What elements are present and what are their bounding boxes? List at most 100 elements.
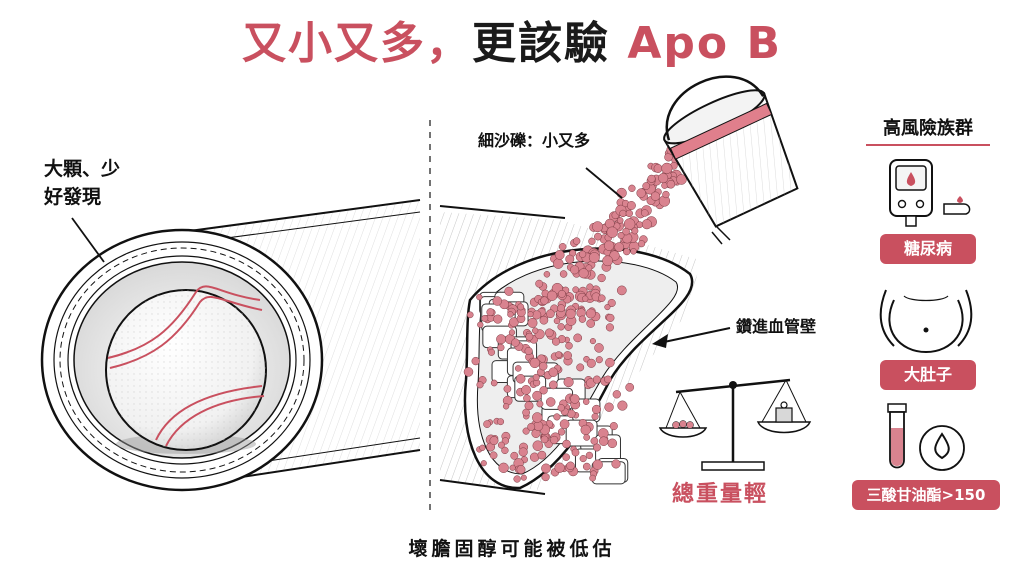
lipid-particle (563, 377, 574, 388)
lipid-particle (578, 250, 587, 258)
lipid-particle (553, 317, 561, 325)
lipid-particle (609, 422, 618, 431)
lipid-particle (590, 437, 599, 445)
lipid-particle (535, 279, 544, 288)
lipid-particle (480, 460, 487, 467)
lipid-particle (493, 314, 503, 324)
ball-label-leader (71, 217, 105, 263)
lipid-particle (585, 451, 594, 460)
lipid-particle (557, 289, 566, 298)
lipid-particle (592, 375, 601, 384)
lipid-particle (559, 270, 568, 278)
lipid-particle (514, 365, 522, 372)
lipid-particle (591, 413, 599, 421)
lipid-particle (551, 337, 561, 346)
lipid-particle (537, 450, 547, 460)
lipid-particle (479, 444, 486, 451)
title-part1: 又小又多， (242, 18, 473, 69)
risk-badge-belly: 大肚子 (880, 360, 976, 390)
lipid-particle (509, 464, 516, 471)
lipid-particle (578, 268, 589, 279)
lipid-particle (592, 221, 604, 233)
belly-icon (879, 289, 973, 354)
lipid-particle (593, 443, 601, 452)
lipid-particle (594, 343, 604, 353)
lipid-particle (617, 400, 628, 411)
lipid-particle (502, 403, 510, 410)
lipid-particle (607, 298, 616, 308)
lipid-particle (554, 250, 565, 260)
lipid-particle (566, 461, 575, 471)
lipid-particle (607, 438, 618, 449)
lipid-particle (626, 201, 636, 210)
lipid-particle (483, 420, 491, 428)
lipid-particle (520, 474, 527, 481)
lipid-particle (641, 209, 649, 217)
lipid-particle (642, 182, 651, 190)
lipid-particle (516, 465, 526, 475)
lipid-particle (565, 342, 573, 350)
lipid-particle (631, 227, 639, 235)
lipid-particle (623, 247, 631, 256)
lipid-particle (630, 248, 637, 255)
lipid-particle (532, 310, 542, 320)
lipid-particle (598, 436, 609, 446)
lipid-particle (527, 422, 536, 431)
wall-label-arrow (652, 327, 731, 348)
lipid-particle (603, 240, 615, 251)
lipid-particle (604, 402, 614, 412)
wall-label: 鑽進血管壁 (736, 317, 817, 336)
lipid-particle (589, 474, 596, 482)
lipid-particle (525, 332, 534, 341)
lipid-particle (518, 447, 528, 457)
lipid-particle (511, 338, 520, 347)
lipid-particle (532, 440, 544, 451)
lipid-particle (538, 361, 548, 371)
page-title: 又小又多，更該驗 Apo B (0, 14, 1024, 74)
lipid-particle (579, 455, 587, 463)
lipid-particle (545, 397, 556, 407)
lipid-particle (490, 379, 498, 387)
title-part3: Apo B (627, 18, 782, 69)
lipid-particle (571, 448, 580, 457)
lipid-particle (572, 237, 581, 245)
lipid-particle (658, 173, 669, 184)
lipid-particle (553, 413, 561, 421)
lipid-particle (638, 240, 646, 248)
lipid-particle (586, 283, 594, 291)
lipid-particle (582, 295, 589, 302)
lipid-particle (513, 475, 521, 483)
lipid-particle (466, 311, 474, 319)
lipid-particle (524, 346, 533, 356)
lipid-particle (476, 293, 483, 301)
title-part2: 更該驗 (472, 18, 611, 69)
lipid-particle (676, 174, 687, 185)
lipid-particle (597, 273, 606, 283)
lipid-particle (562, 439, 571, 449)
lipid-particle (481, 314, 489, 322)
risk-badge-diabetes: 糖尿病 (880, 234, 976, 264)
lipid-particle (471, 356, 480, 366)
lipid-particle (604, 304, 611, 311)
lipid-particle (588, 237, 596, 245)
lipid-particle (573, 333, 583, 343)
mass-label: 總重量輕 (672, 482, 769, 507)
lipid-particle (661, 162, 673, 174)
lipid-particle (523, 394, 531, 402)
lipid-particle (617, 231, 625, 239)
risk-heading: 高風險族群 (883, 118, 973, 139)
lipid-particle (557, 323, 565, 331)
lipid-particle (527, 311, 534, 318)
lipid-particle (532, 390, 542, 401)
lipid-particle (582, 398, 590, 405)
lipid-particle (604, 375, 612, 384)
lipid-particle (529, 357, 540, 369)
lipid-particle (544, 328, 554, 338)
lipid-particle (497, 441, 505, 449)
lipid-particle (594, 232, 602, 241)
lipid-particle (666, 180, 676, 189)
lipid-particle (605, 323, 614, 332)
lipid-particle (532, 412, 543, 423)
lipid-particle (496, 334, 507, 345)
